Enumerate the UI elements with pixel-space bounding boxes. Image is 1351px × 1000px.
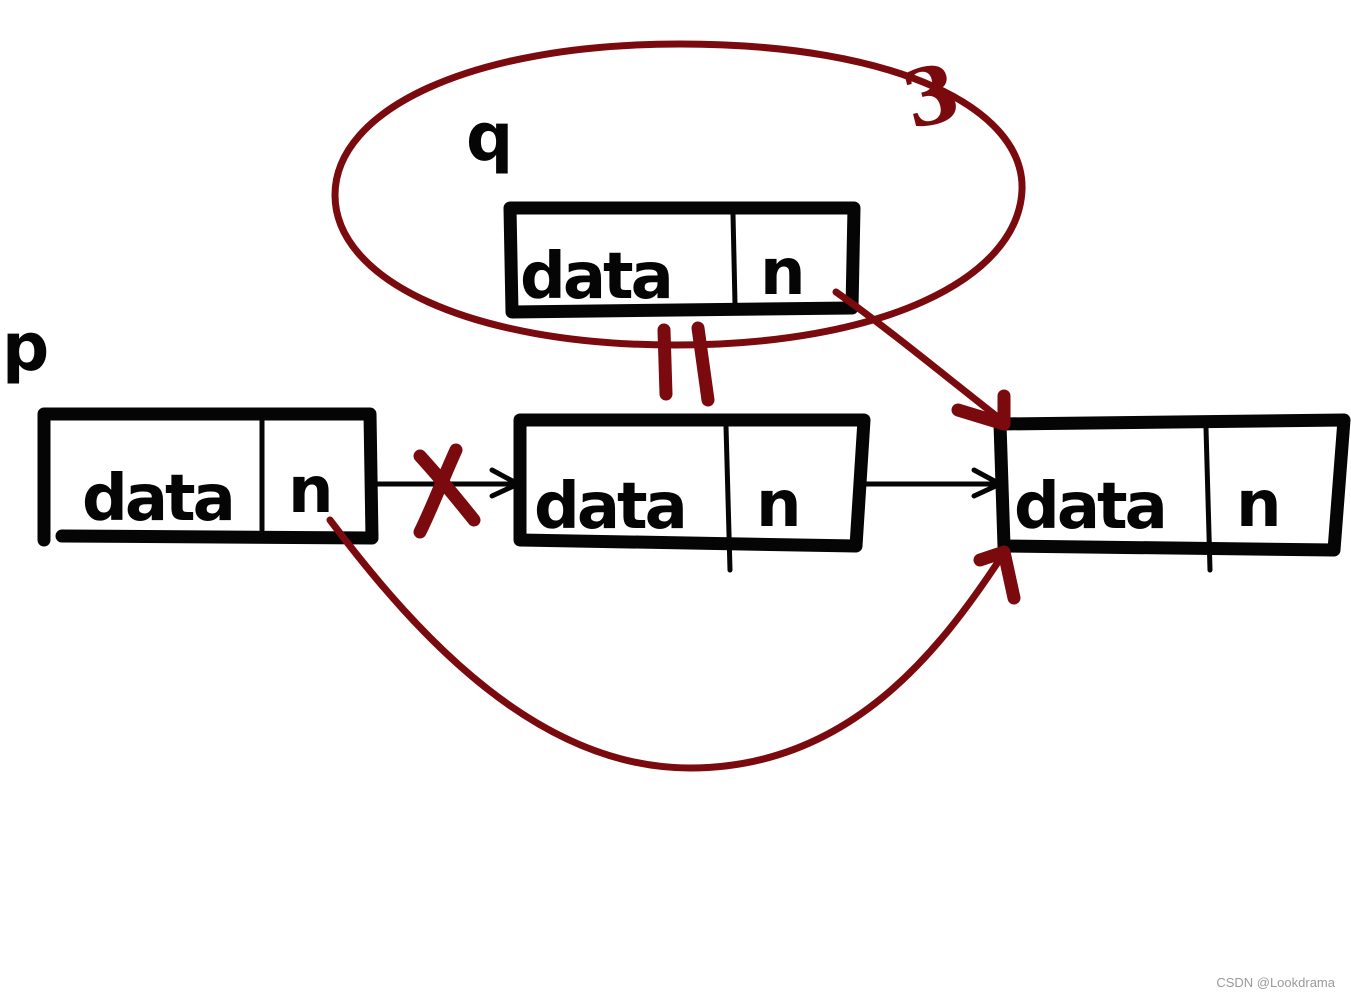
step-mark: 3: [894, 46, 969, 147]
right-node-data-field: data: [1014, 470, 1165, 544]
watermark: CSDN @Lookdrama: [1216, 975, 1335, 990]
q-to-right-arrow: [832, 288, 1011, 431]
q-node-data-field: data: [520, 240, 671, 314]
right-node-next-field: n: [1236, 468, 1279, 542]
pointer-label-p: p: [2, 309, 49, 386]
middle-to-right-arrow: [861, 467, 1003, 499]
p-node: data n: [37, 407, 379, 547]
q-node-next-field: n: [760, 236, 803, 310]
middle-node-next-field: n: [756, 468, 799, 542]
p-node-box: [37, 407, 379, 547]
q-node-box: [503, 201, 861, 319]
middle-node-divider: [723, 423, 733, 573]
middle-node-box: [513, 413, 871, 553]
p-to-right-curved-arrow: [326, 516, 1021, 772]
p-node-next-field: n: [288, 454, 331, 528]
p-node-data-field: data: [82, 462, 233, 536]
equals-mark: [657, 321, 715, 407]
right-node: data n: [993, 413, 1351, 573]
middle-node: data n: [513, 413, 871, 573]
q-highlight-ellipse: [331, 40, 1026, 349]
right-node-divider: [1203, 425, 1213, 573]
cross-mark: [413, 443, 481, 539]
pointer-label-q: q: [466, 99, 513, 176]
q-node: data n: [503, 201, 861, 319]
right-node-box: [993, 413, 1351, 557]
middle-node-data-field: data: [534, 470, 685, 544]
q-node-divider: [730, 211, 738, 307]
